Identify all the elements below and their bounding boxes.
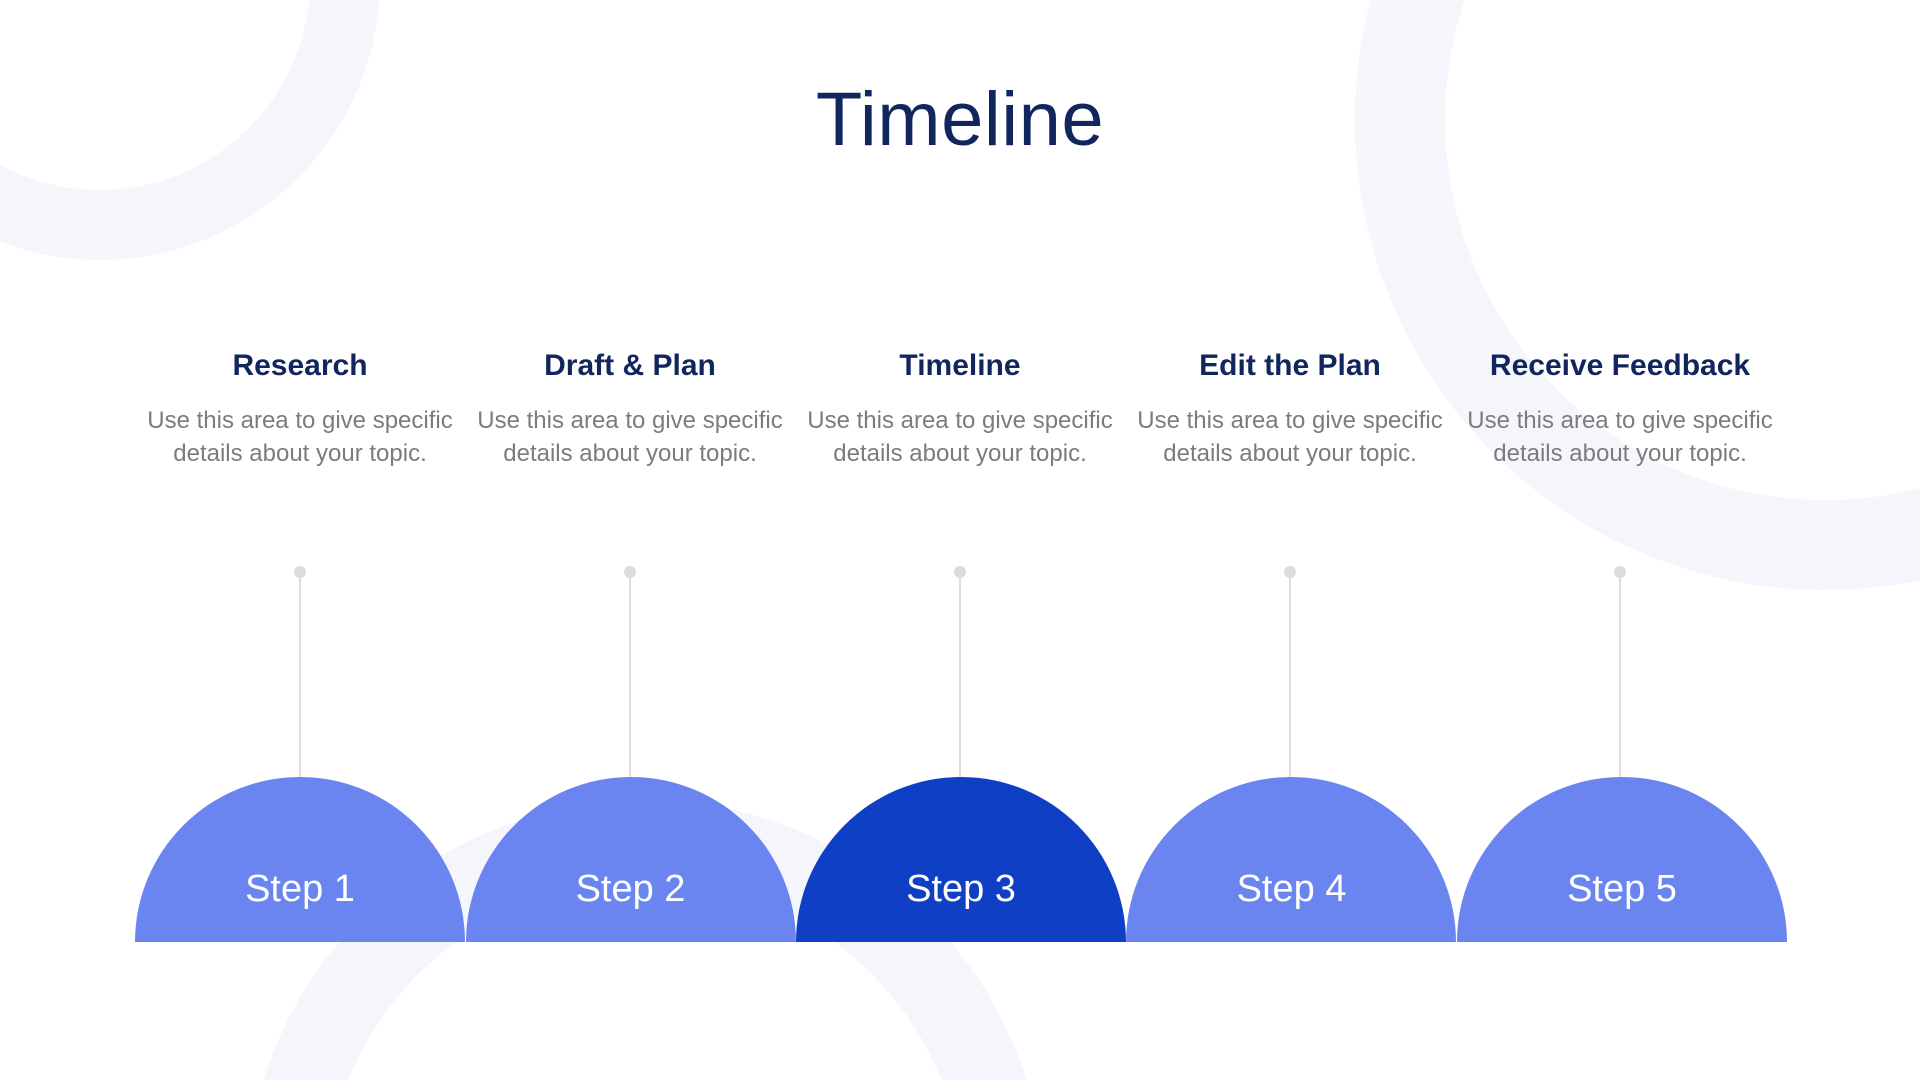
timeline-connectors xyxy=(135,566,1785,796)
column-heading: Receive Feedback xyxy=(1489,349,1751,382)
connector-5 xyxy=(1455,566,1785,796)
connector-line xyxy=(959,572,961,796)
timeline-column-5: Receive Feedback Use this area to give s… xyxy=(1455,348,1785,470)
steps-shapes xyxy=(135,777,1787,942)
connector-dot-icon xyxy=(624,566,636,578)
step-shape-2[interactable] xyxy=(466,777,796,942)
connector-dot-icon xyxy=(1614,566,1626,578)
column-body: Use this area to give specific details a… xyxy=(147,407,453,468)
step-shape-4[interactable] xyxy=(1126,777,1456,942)
timeline-steps xyxy=(135,760,1787,942)
column-body: Use this area to give specific details a… xyxy=(1137,407,1443,468)
connector-line xyxy=(1289,572,1291,796)
page-title: Timeline xyxy=(815,77,1105,162)
column-heading: Research xyxy=(232,349,368,382)
connector-dot-icon xyxy=(954,566,966,578)
timeline-columns: Research Use this area to give specific … xyxy=(135,348,1785,470)
connector-line xyxy=(629,572,631,796)
connector-4 xyxy=(1125,566,1455,796)
step-shape-5[interactable] xyxy=(1457,777,1787,942)
connector-dot-icon xyxy=(1284,566,1296,578)
connector-line xyxy=(299,572,301,796)
column-heading: Draft & Plan xyxy=(544,349,716,382)
step-shape-1[interactable] xyxy=(135,777,465,942)
connector-line xyxy=(1619,572,1621,796)
column-body: Use this area to give specific details a… xyxy=(477,407,783,468)
connector-2 xyxy=(465,566,795,796)
connector-1 xyxy=(135,566,465,796)
connector-3 xyxy=(795,566,1125,796)
column-body: Use this area to give specific details a… xyxy=(1467,407,1773,468)
connector-dot-icon xyxy=(294,566,306,578)
timeline-column-3: Timeline Use this area to give specific … xyxy=(795,348,1125,470)
step-shape-3[interactable] xyxy=(796,777,1126,942)
column-body: Use this area to give specific details a… xyxy=(807,407,1113,468)
column-heading: Edit the Plan xyxy=(1199,349,1381,382)
timeline-column-4: Edit the Plan Use this area to give spec… xyxy=(1125,348,1455,470)
timeline-column-2: Draft & Plan Use this area to give speci… xyxy=(465,348,795,470)
timeline-column-1: Research Use this area to give specific … xyxy=(135,348,465,470)
column-heading: Timeline xyxy=(899,349,1021,382)
